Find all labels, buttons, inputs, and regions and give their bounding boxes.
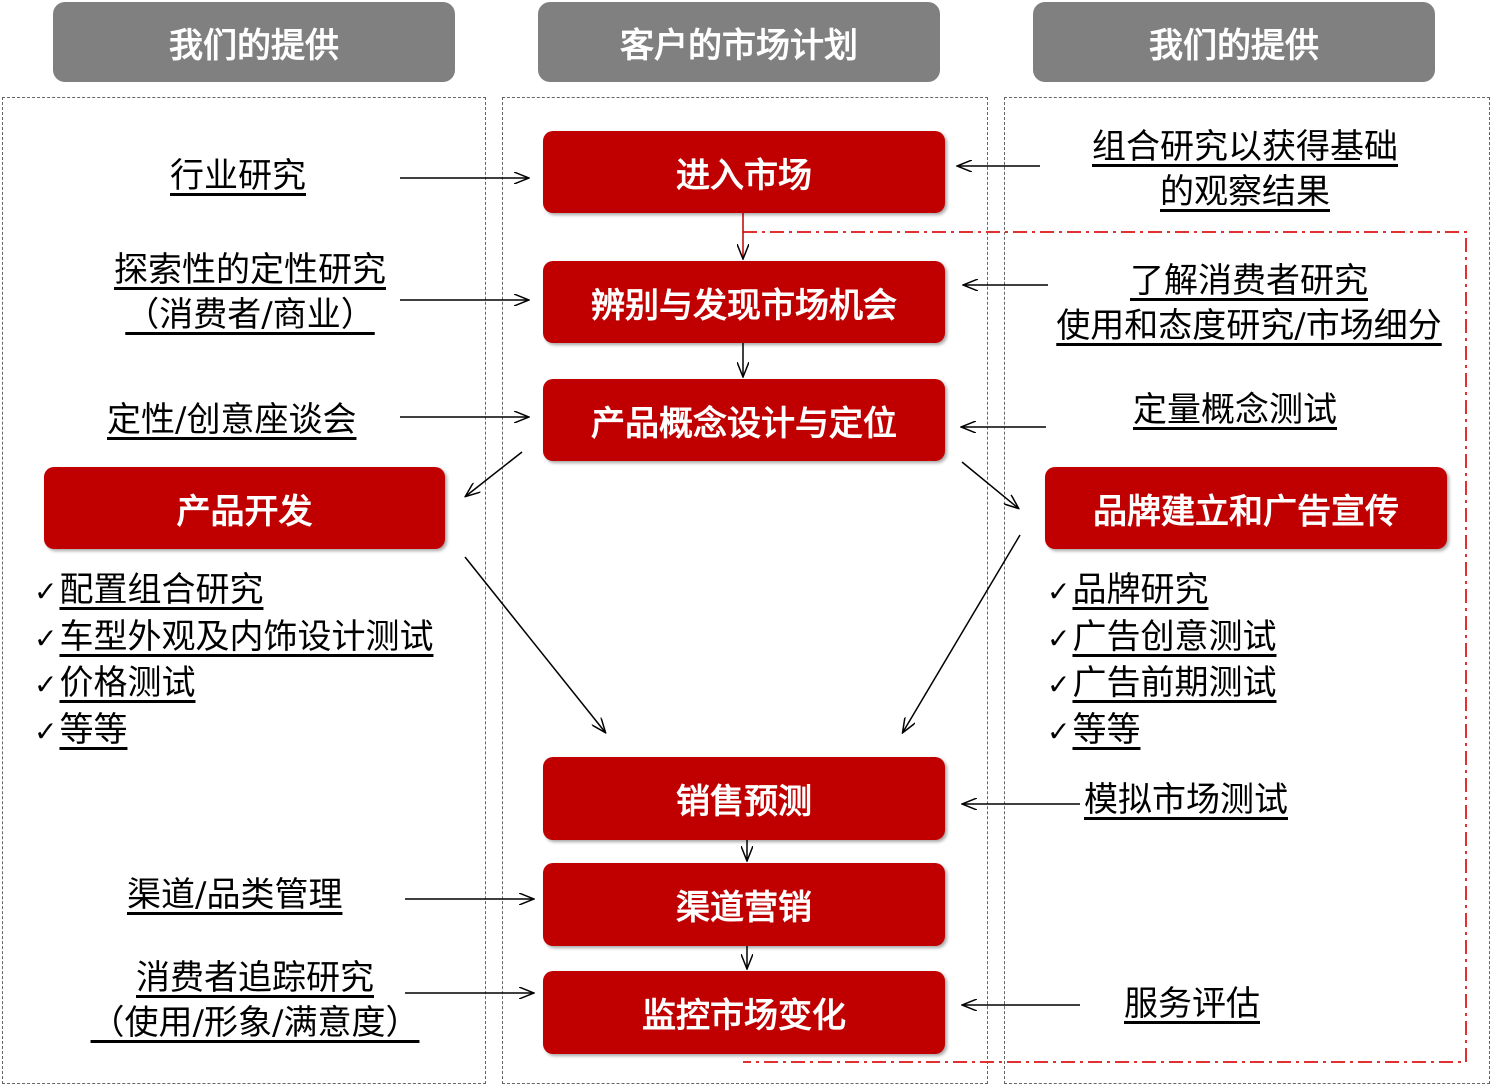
- list-item: ✓车型外观及内饰设计测试: [34, 615, 433, 662]
- offer-quant-concept-test: 定量概念测试: [1133, 390, 1337, 430]
- list-item-text: 等等: [59, 709, 128, 750]
- check-icon: ✓: [34, 668, 58, 701]
- step-sales-forecast: 销售预测: [543, 757, 945, 840]
- step-enter-market: 进入市场: [543, 131, 945, 213]
- offer-consumer-tracking: 消费者追踪研究 （使用/形象/满意度）: [60, 956, 450, 1046]
- header-right: 我们的提供: [1033, 2, 1435, 82]
- offer-simulated-market-test: 模拟市场测试: [1084, 780, 1288, 820]
- list-item: ✓品牌研究: [1047, 568, 1276, 615]
- offer-exploratory-line1: 探索性的定性研究: [114, 250, 386, 290]
- header-center: 客户的市场计划: [538, 2, 940, 82]
- step-brand-building: 品牌建立和广告宣传: [1045, 467, 1447, 549]
- list-item-text: 配置组合研究: [59, 570, 264, 610]
- list-item-text: 价格测试: [59, 663, 196, 703]
- offer-tracking-line2: （使用/形象/满意度）: [90, 1003, 420, 1043]
- list-item: ✓配置组合研究: [34, 568, 433, 615]
- offer-consumer-understanding: 了解消费者研究 使用和态度研究/市场细分: [1034, 259, 1464, 349]
- list-item: ✓等等: [34, 708, 433, 755]
- offer-qualitative-groups: 定性/创意座谈会: [107, 400, 357, 440]
- offer-portfolio-line2: 的观察结果: [1160, 172, 1330, 212]
- step-channel-marketing: 渠道营销: [543, 863, 945, 946]
- list-item: ✓价格测试: [34, 661, 433, 708]
- list-item-text: 等等: [1072, 709, 1141, 750]
- list-item: ✓等等: [1047, 708, 1276, 755]
- offer-exploratory-line2: （消费者/商业）: [125, 295, 375, 335]
- list-item-text: 车型外观及内饰设计测试: [59, 616, 434, 657]
- offer-consumer-line2: 使用和态度研究/市场细分: [1056, 306, 1442, 346]
- offer-exploratory-qualitative: 探索性的定性研究 （消费者/商业）: [60, 248, 440, 338]
- step-monitor-market: 监控市场变化: [543, 971, 945, 1054]
- offer-service-evaluation: 服务评估: [1124, 984, 1260, 1024]
- header-left: 我们的提供: [53, 2, 455, 82]
- list-item: ✓广告创意测试: [1047, 615, 1276, 662]
- check-icon: ✓: [1047, 714, 1071, 748]
- offer-consumer-line1: 了解消费者研究: [1130, 261, 1368, 301]
- red-dashdot-frame: [743, 231, 1467, 1063]
- right-column-frame: [1004, 97, 1490, 1084]
- list-item-text: 广告前期测试: [1072, 663, 1277, 703]
- check-icon: ✓: [34, 714, 58, 748]
- left-column-frame: [2, 97, 486, 1084]
- step-concept-design: 产品概念设计与定位: [543, 379, 945, 461]
- list-item-text: 品牌研究: [1072, 570, 1209, 610]
- offer-portfolio-line1: 组合研究以获得基础: [1092, 127, 1398, 167]
- check-icon: ✓: [34, 621, 58, 655]
- check-icon: ✓: [34, 575, 58, 608]
- offer-channel-category: 渠道/品类管理: [127, 875, 343, 915]
- list-item: ✓广告前期测试: [1047, 661, 1276, 708]
- offer-tracking-line1: 消费者追踪研究: [136, 958, 374, 998]
- product-dev-list: ✓配置组合研究 ✓车型外观及内饰设计测试 ✓价格测试 ✓等等: [34, 568, 433, 754]
- step-identify-opportunity: 辨别与发现市场机会: [543, 261, 945, 343]
- list-item-text: 广告创意测试: [1072, 616, 1277, 657]
- check-icon: ✓: [1047, 575, 1071, 608]
- brand-list: ✓品牌研究 ✓广告创意测试 ✓广告前期测试 ✓等等: [1047, 568, 1276, 754]
- offer-industry-research: 行业研究: [170, 156, 306, 196]
- step-product-development: 产品开发: [44, 467, 445, 549]
- check-icon: ✓: [1047, 668, 1071, 701]
- check-icon: ✓: [1047, 621, 1071, 655]
- offer-portfolio-research: 组合研究以获得基础 的观察结果: [1060, 125, 1430, 215]
